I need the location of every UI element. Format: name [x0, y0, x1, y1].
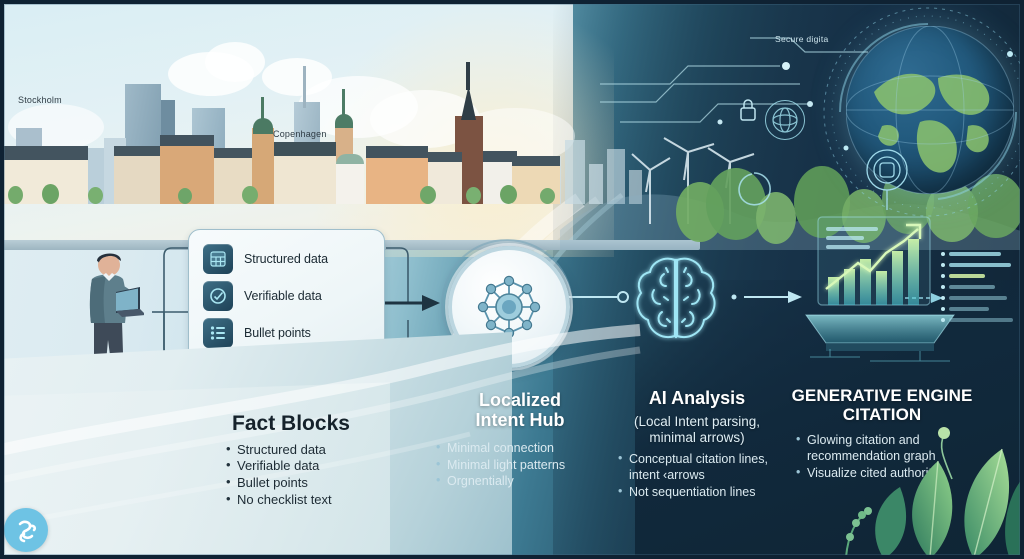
result-item — [941, 296, 1019, 300]
citation-results-list — [941, 252, 1019, 329]
brain-icon[interactable] — [628, 250, 724, 350]
stage-bullet: Orgnentially — [436, 472, 610, 489]
globe-hud-rings — [823, 7, 1024, 217]
fact-row-structured-data[interactable]: Structured data — [199, 243, 374, 274]
stage-bullet: Not sequentiation lines — [618, 482, 780, 500]
lock-icon — [740, 99, 756, 121]
city-label-stockholm: Stockholm — [18, 95, 62, 105]
result-item — [941, 252, 1019, 256]
stage-bullet: Glowing citation and recommendation grap… — [796, 431, 982, 465]
result-item — [941, 285, 1019, 289]
caption-generative-engine-citation: GENERATIVE ENGINE CITATION Glowing citat… — [782, 386, 982, 481]
fact-row-verifiable-data[interactable]: Verifiable data — [199, 280, 374, 311]
brand-logo[interactable] — [4, 508, 48, 552]
arrow-hub-to-brain — [566, 291, 629, 303]
holographic-chart-icon[interactable] — [800, 215, 960, 365]
result-dot-icon — [941, 263, 945, 267]
result-dot-icon — [941, 307, 945, 311]
caption-localized-intent-hub: Localized Intent Hub Minimal connection … — [430, 390, 610, 489]
caption-ai-analysis: AI Analysis (Local Intent parsing, minim… — [614, 388, 780, 500]
result-dot-icon — [941, 274, 945, 278]
result-item — [941, 263, 1019, 267]
stage-bullet: Structured data — [226, 441, 386, 459]
stage-title: AI Analysis — [648, 388, 746, 408]
recycle-icon — [738, 172, 771, 206]
stage-title: Fact Blocks — [232, 412, 350, 435]
circuit-lines — [600, 37, 868, 125]
fact-label: Bullet points — [244, 325, 311, 340]
stage-bullet: Verifiable data — [226, 457, 386, 475]
stage-subtitle-line1: (Local Intent parsing, — [633, 414, 761, 430]
table-grid-icon — [203, 243, 233, 274]
stage-bullet: No checklist text — [226, 491, 386, 509]
stage-bullet: Bullet points — [226, 474, 386, 492]
foliage-decoration — [845, 427, 1024, 559]
check-circle-icon — [203, 280, 233, 311]
fact-row-bullet-points[interactable]: Bullet points — [199, 317, 374, 348]
result-item — [941, 318, 1019, 322]
stage-bullet: Minimal light patterns — [436, 456, 610, 473]
result-item — [941, 274, 1019, 278]
city-skyline — [0, 28, 700, 250]
globe-icon — [846, 26, 1014, 194]
target-scan-icon — [866, 149, 908, 210]
result-item — [941, 307, 1019, 311]
result-dot-icon — [941, 285, 945, 289]
stage-bullet: Visualize cited authority — [796, 464, 982, 481]
stage-subtitle-line2: minimal arrows) — [649, 430, 745, 446]
arrow-brain-to-citation — [731, 291, 802, 303]
stage-title-line1: Localized — [478, 390, 562, 410]
stage-title-line2: Intent Hub — [475, 410, 565, 431]
city-label-copenhagen: Copenhagen — [273, 129, 327, 139]
stage-bullet: Conceptual citation lines, intent ‹arrow… — [618, 450, 780, 484]
result-dot-icon — [941, 296, 945, 300]
bullet-list-icon — [203, 317, 233, 348]
fact-label: Structured data — [244, 251, 328, 266]
fact-label: Verifiable data — [244, 288, 322, 303]
result-dot-icon — [941, 318, 945, 322]
globe-small-icon — [765, 100, 805, 140]
stage-title-line2: CITATION — [842, 405, 922, 425]
stage-bullet: Minimal connection — [436, 439, 610, 456]
caption-fact-blocks: Fact Blocks Structured data Verifiable d… — [196, 412, 386, 509]
stage-title-line1: GENERATIVE ENGINE — [791, 386, 973, 405]
hud-label-secure-digital: Secure digita — [775, 34, 829, 44]
result-dot-icon — [941, 252, 945, 256]
